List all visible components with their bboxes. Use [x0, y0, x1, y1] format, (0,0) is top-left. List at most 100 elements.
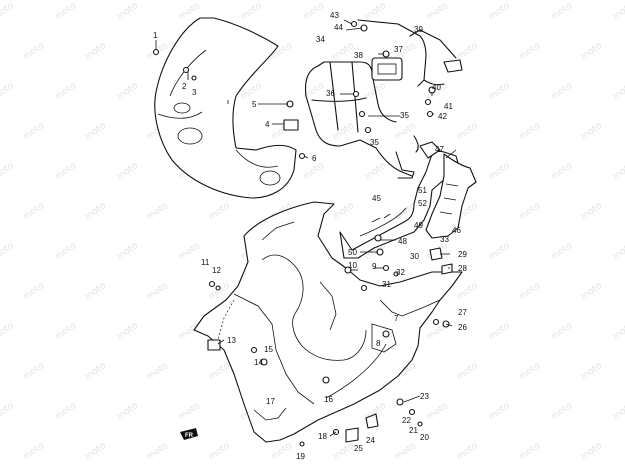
watermark-text: moto	[331, 121, 356, 143]
callout-11: 11	[201, 258, 210, 267]
watermark-text: moto	[425, 401, 450, 423]
watermark-text: moto	[115, 1, 140, 23]
watermark-text: moto	[611, 81, 625, 103]
watermark-text: moto	[549, 401, 574, 423]
callout-47: 47	[435, 145, 444, 154]
callout-37: 37	[394, 45, 403, 54]
watermark-text: moto	[455, 441, 480, 463]
callout-18: 18	[318, 432, 327, 441]
watermark-text: moto	[83, 441, 108, 463]
upper-cowling	[154, 17, 297, 199]
watermark-text: moto	[517, 201, 542, 223]
watermark-text: moto	[269, 441, 294, 463]
callout-6: 6	[312, 154, 317, 163]
watermark-text: moto	[0, 1, 16, 23]
watermark-text: moto	[579, 41, 604, 63]
watermark-text: moto	[0, 401, 16, 423]
callout-22: 22	[402, 416, 411, 425]
watermark-text: moto	[579, 361, 604, 383]
callout-50: 50	[348, 248, 357, 257]
callout-23: 23	[420, 392, 429, 401]
watermark-text: moto	[455, 121, 480, 143]
callout-52: 52	[418, 199, 427, 208]
watermark-text: moto	[177, 401, 202, 423]
callout-28: 28	[458, 264, 467, 273]
front-indicator-label: FR	[185, 433, 194, 439]
watermark-text: moto	[115, 401, 140, 423]
watermark-text: moto	[455, 41, 480, 63]
watermark-text: moto	[611, 241, 625, 263]
callout-31: 31	[382, 280, 391, 289]
watermark-text: moto	[145, 201, 170, 223]
watermark-text: moto	[611, 321, 625, 343]
callout-32: 32	[396, 268, 405, 277]
callout-34: 34	[316, 35, 325, 44]
watermark-text: moto	[21, 201, 46, 223]
watermark-text: moto	[487, 401, 512, 423]
watermark-text: moto	[83, 41, 108, 63]
watermark-text: moto	[393, 121, 418, 143]
watermark-text: moto	[83, 361, 108, 383]
watermark-text: moto	[517, 281, 542, 303]
callout-10: 10	[348, 261, 357, 270]
watermark-text: moto	[579, 121, 604, 143]
watermark-text: moto	[487, 241, 512, 263]
watermark-text: moto	[301, 81, 326, 103]
watermark-text: moto	[145, 441, 170, 463]
callout-14: 14	[254, 358, 263, 367]
watermark-text: moto	[487, 161, 512, 183]
watermark-text: moto	[393, 441, 418, 463]
callout-8: 8	[376, 339, 381, 348]
watermark-text: moto	[517, 361, 542, 383]
watermark-text: moto	[301, 161, 326, 183]
callout-49: 49	[414, 221, 423, 230]
callout-15: 15	[264, 345, 273, 354]
callout-4: 4	[265, 120, 270, 129]
watermark-text: moto	[21, 121, 46, 143]
watermark-text: moto	[0, 81, 16, 103]
callout-40: 40	[432, 83, 441, 92]
callout-20: 20	[420, 433, 429, 442]
lower-fairing	[193, 201, 463, 443]
watermark-text: moto	[611, 1, 625, 23]
callout-45: 45	[372, 194, 381, 203]
callout-41: 41	[444, 102, 453, 111]
callout-44: 44	[334, 23, 343, 32]
watermark-text: moto	[83, 201, 108, 223]
watermark-text: moto	[21, 441, 46, 463]
callout-16: 16	[324, 395, 333, 404]
callout-3: 3	[192, 88, 197, 97]
air-duct	[339, 141, 477, 259]
callout-12: 12	[212, 266, 221, 275]
cowling-brace	[304, 19, 463, 179]
watermark-text: moto	[207, 201, 232, 223]
watermark-text: moto	[115, 321, 140, 343]
watermark-text: moto	[611, 161, 625, 183]
watermark-text: moto	[53, 401, 78, 423]
callout-24: 24	[366, 436, 375, 445]
watermark-text: moto	[517, 41, 542, 63]
watermark-text: moto	[177, 241, 202, 263]
callout-51: 51	[418, 186, 427, 195]
callout-17: 17	[266, 397, 275, 406]
watermark-text: moto	[611, 401, 625, 423]
watermark-text: moto	[115, 161, 140, 183]
callout-48: 48	[398, 237, 407, 246]
watermark-text: moto	[53, 1, 78, 23]
watermark-text: moto	[549, 321, 574, 343]
watermark-text: moto	[53, 81, 78, 103]
watermark-text: moto	[363, 1, 388, 23]
watermark-text: moto	[549, 1, 574, 23]
callout-33: 33	[440, 235, 449, 244]
fasteners	[152, 20, 453, 447]
callout-35-upper: 35	[400, 111, 409, 120]
watermark-text: moto	[517, 441, 542, 463]
callout-27: 27	[458, 308, 467, 317]
leader-lines	[155, 19, 457, 437]
watermark-text: moto	[579, 281, 604, 303]
front-indicator-arrow: FR	[180, 428, 198, 440]
watermark-text: moto	[21, 41, 46, 63]
watermark-text: moto	[549, 161, 574, 183]
watermark-text: moto	[331, 41, 356, 63]
callout-46: 46	[452, 226, 461, 235]
